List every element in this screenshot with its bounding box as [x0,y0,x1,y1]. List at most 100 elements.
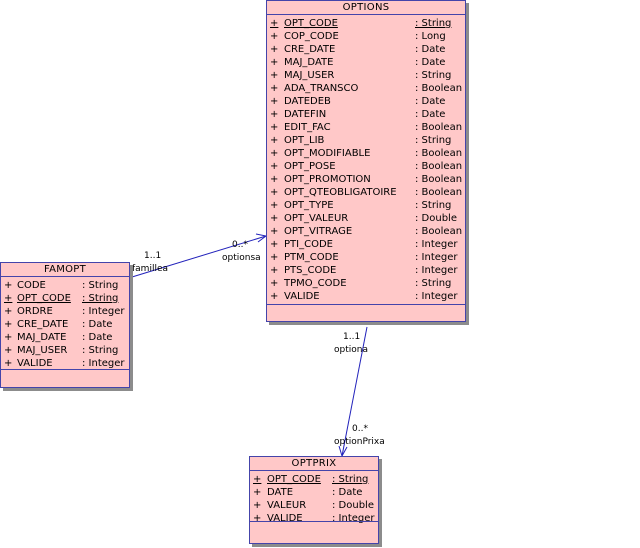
attribute-row[interactable]: +COP_CODE: Long [267,30,465,43]
attribute-visibility: + [270,265,279,276]
attribute-row[interactable]: +OPT_VITRAGE: Boolean [267,225,465,238]
class-options[interactable]: OPTIONS +OPT_CODE: String+COP_CODE: Long… [266,0,466,322]
attribute-type: : Date [332,487,363,498]
attribute-type: : String [415,200,452,211]
attribute-name: VALIDE [284,291,320,302]
attribute-visibility: + [270,200,279,211]
attribute-name: PTI_CODE [284,239,333,250]
attribute-row[interactable]: +PTS_CODE: Integer [267,264,465,277]
attribute-type: : String [415,278,452,289]
attribute-name: CRE_DATE [284,44,336,55]
class-famopt[interactable]: FAMOPT +CODE: String+OPT_CODE: String+OR… [0,262,130,388]
attribute-row[interactable]: + ADA_TRANSCO : Boolean [267,82,465,95]
attribute-name: OPT_MODIFIABLE [284,148,371,159]
attribute-row[interactable]: +OPT_CODE: String [1,292,129,305]
attribute-row[interactable]: +OPT_TYPE: String [267,199,465,212]
attribute-row[interactable]: +OPT_POSE: Boolean [267,160,465,173]
attribute-type: : Integer [415,291,458,302]
attribute-name: ADA_TRANSCO [284,83,359,94]
attribute-type: : Double [332,500,374,511]
attribute-list: +OPT_CODE: String+DATE: Date+VALEUR: Dou… [250,471,378,525]
attribute-name: MAJ_USER [17,345,68,356]
attribute-type: : String [415,70,452,81]
attribute-name: COP_CODE [284,31,339,42]
attribute-row[interactable]: +MAJ_DATE: Date [1,331,129,344]
attribute-type: : Integer [415,265,458,276]
association-famopt-options[interactable] [131,235,267,278]
attribute-type: : Boolean [415,83,463,94]
attribute-visibility: + [270,252,279,263]
attribute-type: : String [415,18,452,29]
attribute-visibility: + [270,226,279,237]
attribute-row[interactable]: +CODE: String [1,279,129,292]
role-optionprixa: optionPrixa [334,437,385,447]
attribute-type: : Date [82,319,113,330]
attribute-name: DATEDEB [284,96,331,107]
attribute-row[interactable]: +EDIT_FAC: Boolean [267,121,465,134]
operations-compartment [250,521,378,543]
attribute-name: DATE [267,487,294,498]
attribute-row[interactable]: + CRE_DATE : Date [1,318,129,331]
class-title: OPTPRIX [250,457,378,471]
attribute-row[interactable]: +VALIDE: Integer [1,357,129,370]
class-optprix[interactable]: OPTPRIX +OPT_CODE: String+DATE: Date+VAL… [249,456,379,544]
attribute-type: : Integer [332,513,375,524]
attribute-row[interactable]: +MAJ_DATE: Date [267,56,465,69]
attribute-row[interactable]: +OPT_LIB: String [267,134,465,147]
attribute-type: : Integer [415,239,458,250]
operations-compartment [1,369,129,387]
attribute-row[interactable]: +PTM_CODE: Integer [267,251,465,264]
attribute-row[interactable]: +MAJ_USER: String [1,344,129,357]
attribute-name: MAJ_DATE [17,332,67,343]
attribute-name: OPT_QTEOBLIGATOIRE [284,187,397,198]
attribute-type: : Date [82,332,113,343]
attribute-type: : Boolean [415,187,463,198]
attribute-name: CRE_DATE [17,319,69,330]
attribute-name: DATEFIN [284,109,327,120]
attribute-type: : String [82,280,119,291]
attribute-row[interactable]: + PTI_CODE : Integer [267,238,465,251]
attribute-row[interactable]: +DATEDEB: Date [267,95,465,108]
attribute-row[interactable]: +DATEFIN: Date [267,108,465,121]
multiplicity-optprix-source: 1..1 [343,332,361,342]
attribute-visibility: + [4,319,13,330]
role-famillea: famillea [132,264,169,274]
attribute-visibility: + [270,239,279,250]
class-title: OPTIONS [267,1,465,15]
attribute-row[interactable]: +CRE_DATE: Date [267,43,465,56]
attribute-name: VALIDE [267,513,303,524]
attribute-type: : Integer [415,252,458,263]
attribute-row[interactable]: + OPT_CODE : String [267,17,465,30]
attribute-name: VALEUR [267,500,307,511]
attribute-type: : Boolean [415,122,463,133]
attribute-visibility: + [270,70,279,81]
attribute-row[interactable]: +MAJ_USER: String [267,69,465,82]
association-options-optprix[interactable] [341,326,368,457]
attribute-row[interactable]: +DATE: Date [250,486,378,499]
attribute-row[interactable]: +VALIDE: Integer [250,512,378,525]
attribute-row[interactable]: +ORDRE: Integer [1,305,129,318]
attribute-row[interactable]: +OPT_MODIFIABLE: Boolean [267,147,465,160]
attribute-visibility: + [270,57,279,68]
attribute-row[interactable]: +OPT_CODE: String [250,473,378,486]
attribute-row[interactable]: +VALIDE: Integer [267,290,465,303]
attribute-visibility: + [270,18,279,29]
attribute-name: OPT_VALEUR [284,213,349,224]
attribute-visibility: + [270,44,279,55]
attribute-row[interactable]: +TPMO_CODE: String [267,277,465,290]
attribute-row[interactable]: +VALEUR: Double [250,499,378,512]
attribute-visibility: + [270,174,279,185]
attribute-name: MAJ_DATE [284,57,334,68]
multiplicity-options-target: 0..* [232,240,248,250]
attribute-visibility: + [4,358,13,369]
attribute-visibility: + [270,161,279,172]
attribute-row[interactable]: +OPT_VALEUR: Double [267,212,465,225]
attribute-row[interactable]: +OPT_QTEOBLIGATOIRE: Boolean [267,186,465,199]
attribute-row[interactable]: +OPT_PROMOTION: Boolean [267,173,465,186]
attribute-name: CODE [17,280,46,291]
attribute-name: OPT_PROMOTION [284,174,371,185]
attribute-visibility: + [270,83,279,94]
attribute-name: OPT_CODE [284,18,338,29]
attribute-visibility: + [270,213,279,224]
